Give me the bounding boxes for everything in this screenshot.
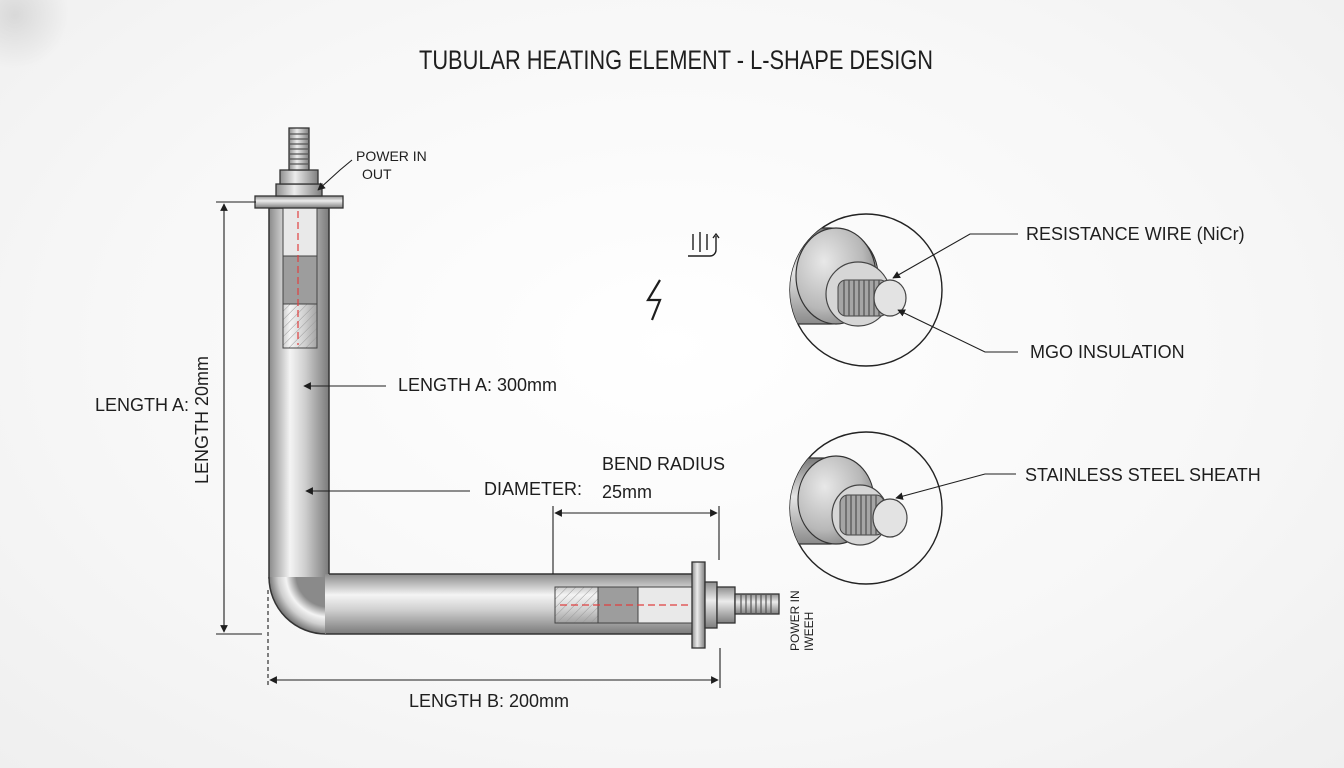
heat-symbol-icon: [688, 232, 720, 257]
power-in-bottom-label-2: IWEEH: [802, 612, 816, 651]
cross-section-detail-top: [789, 213, 943, 367]
callout-resistance-wire: RESISTANCE WIRE (NiCr): [1026, 224, 1245, 244]
callout-mgo-insulation: MGO INSULATION: [1030, 342, 1185, 362]
cross-section-detail-bottom: [789, 431, 943, 585]
length-vertical-label: LENGTH 20mm: [192, 356, 212, 484]
lightning-icon: [646, 279, 662, 321]
diagram-title: TUBULAR HEATING ELEMENT - L-SHAPE DESIGN: [419, 45, 933, 75]
callout-stainless-sheath: STAINLESS STEEL SHEATH: [1025, 465, 1261, 485]
length-b-label: LENGTH B: 200mm: [409, 691, 569, 711]
length-a-value-label: LENGTH A: 300mm: [398, 375, 557, 395]
tube-bend: [269, 574, 329, 634]
bend-radius-value: 25mm: [602, 482, 652, 502]
callout-leaders: [892, 233, 1018, 500]
top-terminal: [254, 127, 344, 209]
power-in-top-label: POWER IN: [356, 148, 427, 164]
diameter-label: DIAMETER:: [484, 479, 582, 499]
length-a-side-label: LENGTH A:: [95, 395, 189, 415]
l-shaped-tube: [268, 200, 705, 635]
bottom-terminal: [691, 561, 780, 649]
bend-radius-label: BEND RADIUS: [602, 454, 725, 474]
dimension-lines: [216, 159, 721, 688]
power-in-bottom-label: POWER IN: [788, 590, 802, 651]
power-out-top-label: OUT: [362, 166, 392, 182]
